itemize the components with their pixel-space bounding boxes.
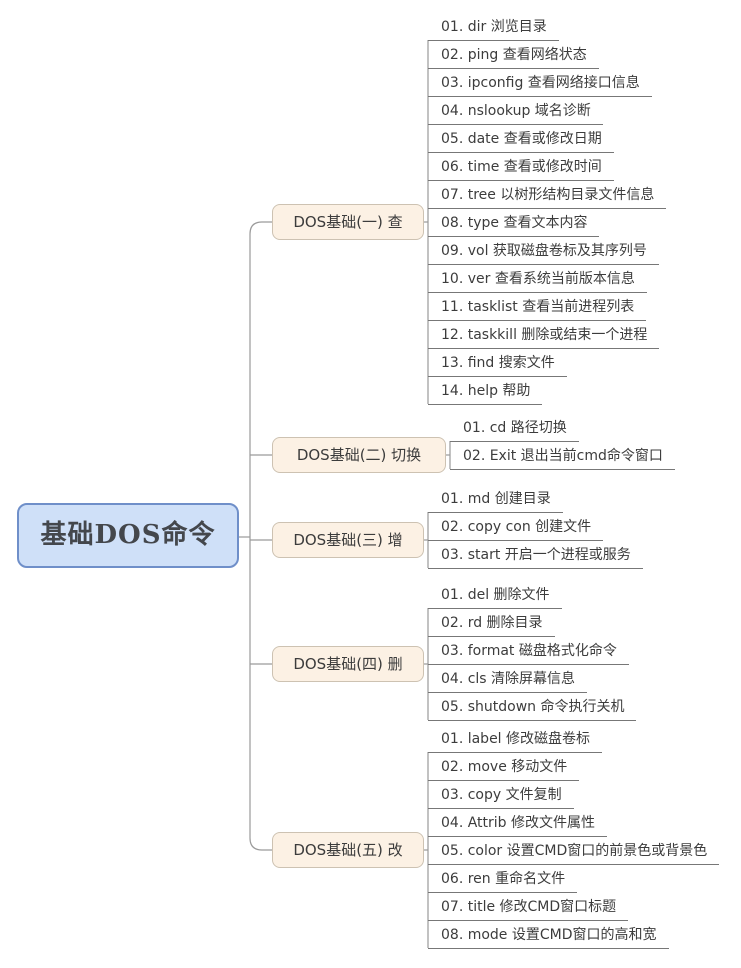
leaf-node-3-1[interactable]: 01. md 创建目录: [428, 487, 563, 513]
leaf-node-4-3[interactable]: 03. format 磁盘格式化命令: [428, 639, 629, 665]
leaf-node-1-10[interactable]: 10. ver 查看系统当前版本信息: [428, 267, 647, 293]
leaf-node-1-3[interactable]: 03. ipconfig 查看网络接口信息: [428, 71, 652, 97]
leaf-node-5-1[interactable]: 01. label 修改磁盘卷标: [428, 727, 603, 753]
leaf-node-1-8[interactable]: 08. type 查看文本内容: [428, 211, 600, 237]
leaf-node-1-11[interactable]: 11. tasklist 查看当前进程列表: [428, 295, 647, 321]
leaf-node-3-3[interactable]: 03. start 开启一个进程或服务: [428, 543, 643, 569]
leaf-node-4-4[interactable]: 04. cls 清除屏幕信息: [428, 667, 588, 693]
branch-node-3[interactable]: DOS基础(三) 增: [272, 522, 424, 558]
leaf-node-1-13[interactable]: 13. find 搜索文件: [428, 351, 567, 377]
leaf-node-2-2[interactable]: 02. Exit 退出当前cmd命令窗口: [450, 444, 675, 470]
root-node[interactable]: 基础DOS命令: [17, 503, 239, 568]
leaf-node-3-2[interactable]: 02. copy con 创建文件: [428, 515, 604, 541]
leaf-node-1-2[interactable]: 02. ping 查看网络状态: [428, 43, 599, 69]
leaf-node-2-1[interactable]: 01. cd 路径切换: [450, 416, 579, 442]
leaf-node-1-1[interactable]: 01. dir 浏览目录: [428, 15, 559, 41]
leaf-node-5-2[interactable]: 02. move 移动文件: [428, 755, 580, 781]
leaf-node-4-1[interactable]: 01. del 删除文件: [428, 583, 562, 609]
leaf-node-1-7[interactable]: 07. tree 以树形结构目录文件信息: [428, 183, 667, 209]
branch-node-1[interactable]: DOS基础(一) 查: [272, 204, 424, 240]
leaf-node-5-6[interactable]: 06. ren 重命名文件: [428, 867, 578, 893]
leaf-node-4-5[interactable]: 05. shutdown 命令执行关机: [428, 695, 637, 721]
leaf-node-1-12[interactable]: 12. taskkill 删除或结束一个进程: [428, 323, 660, 349]
leaf-node-5-8[interactable]: 08. mode 设置CMD窗口的高和宽: [428, 923, 669, 949]
leaf-node-4-2[interactable]: 02. rd 删除目录: [428, 611, 555, 637]
leaf-node-5-5[interactable]: 05. color 设置CMD窗口的前景色或背景色: [428, 839, 720, 865]
leaf-node-5-7[interactable]: 07. title 修改CMD窗口标题: [428, 895, 629, 921]
leaf-node-1-5[interactable]: 05. date 查看或修改日期: [428, 127, 614, 153]
leaf-node-5-4[interactable]: 04. Attrib 修改文件属性: [428, 811, 608, 837]
branch-node-4[interactable]: DOS基础(四) 删: [272, 646, 424, 682]
branch-node-5[interactable]: DOS基础(五) 改: [272, 832, 424, 868]
leaf-node-1-14[interactable]: 14. help 帮助: [428, 379, 543, 405]
leaf-node-1-4[interactable]: 04. nslookup 域名诊断: [428, 99, 603, 125]
leaf-node-5-3[interactable]: 03. copy 文件复制: [428, 783, 574, 809]
leaf-node-1-6[interactable]: 06. time 查看或修改时间: [428, 155, 614, 181]
branch-node-2[interactable]: DOS基础(二) 切换: [272, 437, 446, 473]
leaf-node-1-9[interactable]: 09. vol 获取磁盘卷标及其序列号: [428, 239, 659, 265]
